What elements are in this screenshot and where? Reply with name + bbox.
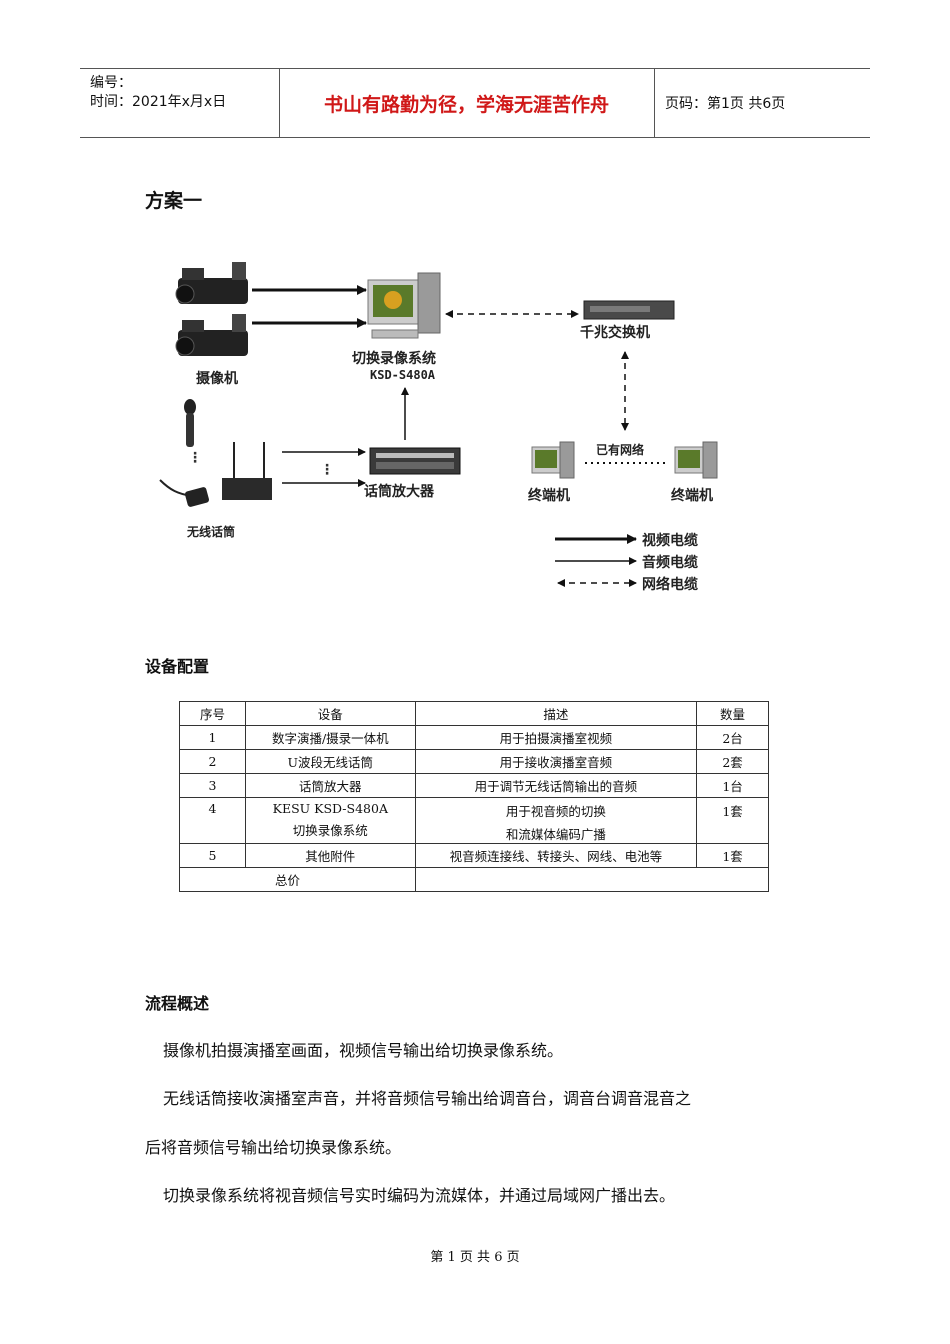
lavalier-mic-icon xyxy=(160,480,210,508)
existing-network-label: 已有网络 xyxy=(596,441,644,458)
header-desc: 描述 xyxy=(415,702,696,726)
cell-qty: 1台 xyxy=(697,774,769,798)
cell-desc: 用于调节无线话筒输出的音频 xyxy=(415,774,696,798)
cell-qty: 1套 xyxy=(697,844,769,868)
wireless-mic-label: 无线话筒 xyxy=(187,523,235,540)
cell-desc: 用于接收演播室音频 xyxy=(415,750,696,774)
table-row: 5 其他附件 视音频连接线、转接头、网线、电池等 1套 xyxy=(180,844,769,868)
header-device: 设备 xyxy=(245,702,415,726)
gigabit-switch-label: 千兆交换机 xyxy=(580,322,650,342)
header-no: 序号 xyxy=(180,702,246,726)
cell-qty: 2套 xyxy=(697,750,769,774)
table-header-row: 序号 设备 描述 数量 xyxy=(180,702,769,726)
cell-device: 数字演播/摄录一体机 xyxy=(245,726,415,750)
recording-system-icon xyxy=(368,273,440,338)
terminal-left-label: 终端机 xyxy=(528,485,570,505)
table-row: 1 数字演播/摄录一体机 用于拍摄演播室视频 2台 xyxy=(180,726,769,750)
cell-desc: 视音频连接线、转接头、网线、电池等 xyxy=(415,844,696,868)
switch-system-label: 切换录像系统 xyxy=(352,348,436,368)
header-qty: 数量 xyxy=(697,702,769,726)
switch-model-label: KSD-S480A xyxy=(370,368,435,382)
cell-desc: 用于拍摄演播室视频 xyxy=(415,726,696,750)
terminal-icon xyxy=(675,442,717,478)
page-footer: 第 1 页 共 6 页 xyxy=(0,1246,950,1265)
svg-text:⋮: ⋮ xyxy=(320,462,334,478)
process-title: 流程概述 xyxy=(145,990,209,1014)
svg-text:⋮: ⋮ xyxy=(188,450,202,466)
cell-desc-line2: 和流媒体编码广播 xyxy=(416,824,696,843)
cell-total-label: 总价 xyxy=(180,868,416,892)
camera-icon xyxy=(176,314,248,356)
cell-device: 其他附件 xyxy=(245,844,415,868)
process-paragraph-2b: 后将音频信号输出给切换录像系统。 xyxy=(145,1134,401,1158)
camera-icon xyxy=(176,262,248,304)
cell-no: 2 xyxy=(180,750,246,774)
cell-no: 1 xyxy=(180,726,246,750)
table-row: 4 KESU KSD-S480A 切换录像系统 用于视音频的切换 和流媒体编码广… xyxy=(180,798,769,844)
process-paragraph-3: 切换录像系统将视音频信号实时编码为流媒体，并通过局域网广播出去。 xyxy=(163,1182,675,1206)
gigabit-switch-icon xyxy=(584,301,674,319)
equipment-title: 设备配置 xyxy=(145,653,209,677)
system-diagram: ⋮ ⋮ xyxy=(0,0,950,620)
legend-video-label: 视频电缆 xyxy=(642,530,698,550)
cell-device: 话筒放大器 xyxy=(245,774,415,798)
microphone-icon xyxy=(184,399,196,447)
cell-device-line2: 切换录像系统 xyxy=(246,820,415,839)
table-row: 3 话筒放大器 用于调节无线话筒输出的音频 1台 xyxy=(180,774,769,798)
terminal-right-label: 终端机 xyxy=(671,485,713,505)
cell-desc-line1: 用于视音频的切换 xyxy=(416,801,696,820)
amplifier-label: 话筒放大器 xyxy=(364,481,434,501)
cell-total-value xyxy=(415,868,768,892)
terminal-icon xyxy=(532,442,574,478)
camera-label: 摄像机 xyxy=(196,368,238,388)
mic-amplifier-icon xyxy=(370,448,460,474)
cell-qty: 2台 xyxy=(697,726,769,750)
cell-no: 5 xyxy=(180,844,246,868)
cell-device: KESU KSD-S480A 切换录像系统 xyxy=(245,798,415,844)
legend-network-label: 网络电缆 xyxy=(642,574,698,594)
table-row: 2 U波段无线话筒 用于接收演播室音频 2套 xyxy=(180,750,769,774)
table-total-row: 总价 xyxy=(180,868,769,892)
cell-no: 3 xyxy=(180,774,246,798)
cell-device-line1: KESU KSD-S480A xyxy=(246,801,415,816)
equipment-table: 序号 设备 描述 数量 1 数字演播/摄录一体机 用于拍摄演播室视频 2台 2 … xyxy=(179,701,769,892)
cell-qty: 1套 xyxy=(697,798,769,844)
process-paragraph-1: 摄像机拍摄演播室画面，视频信号输出给切换录像系统。 xyxy=(163,1037,563,1061)
process-paragraph-2a: 无线话筒接收演播室声音，并将音频信号输出给调音台，调音台调音混音之 xyxy=(163,1085,691,1109)
cell-no: 4 xyxy=(180,798,246,844)
cell-desc: 用于视音频的切换 和流媒体编码广播 xyxy=(415,798,696,844)
legend-audio-label: 音频电缆 xyxy=(642,552,698,572)
cell-device: U波段无线话筒 xyxy=(245,750,415,774)
wireless-receiver-icon xyxy=(222,442,272,500)
